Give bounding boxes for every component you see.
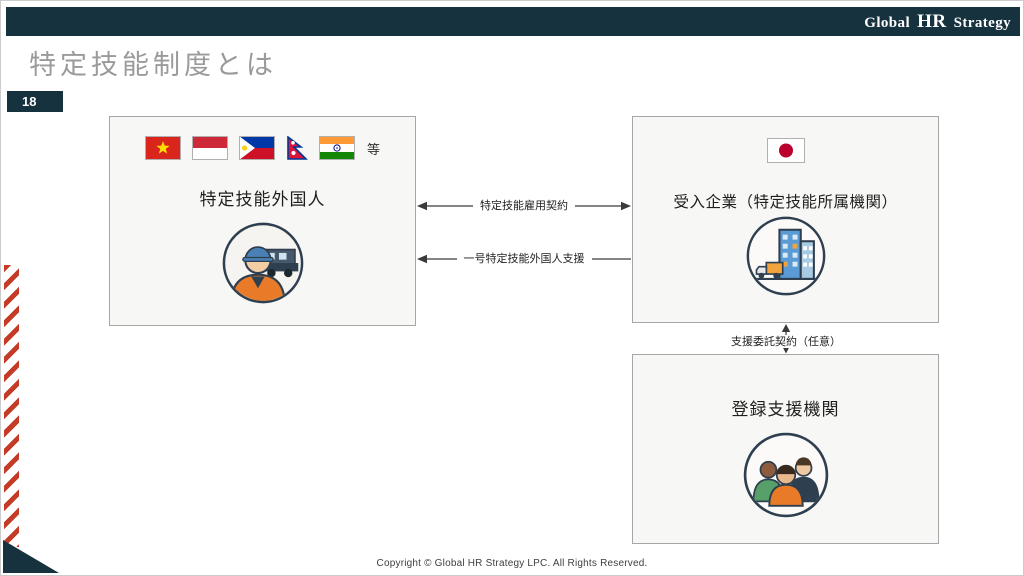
- support-people-icon: [742, 431, 830, 519]
- page-title: 特定技能制度とは: [29, 50, 277, 80]
- philippines-flag-icon: [238, 136, 275, 160]
- indonesia-flag-icon: [191, 136, 228, 160]
- nepal-flag-icon: [287, 136, 308, 160]
- worker-box: 等 特定技能外国人: [109, 116, 416, 326]
- logo-text-strategy: Strategy: [953, 14, 1011, 31]
- page-number-badge: 18: [7, 91, 63, 112]
- worker-icon: [221, 221, 305, 305]
- employment-contract-arrow-label: 特定技能雇用契約: [417, 199, 631, 213]
- company-logo: Global HR Strategy: [864, 11, 1011, 33]
- entrustment-contract-arrow-label: 支援委託契約（任意）: [691, 335, 881, 349]
- header-bar: Global HR Strategy: [6, 7, 1020, 36]
- copyright-text: Copyright © Global HR Strategy LPC. All …: [376, 558, 648, 569]
- logo-text-hr: HR: [917, 10, 947, 32]
- logo-text-global: Global: [864, 14, 911, 31]
- japan-flag-icon: [766, 138, 805, 163]
- flags-row: 等: [110, 136, 415, 160]
- flags-etc-label: 等: [366, 141, 380, 157]
- company-building-icon: [745, 215, 827, 297]
- company-box-label: 受入企業（特定技能所属機関）: [673, 194, 898, 211]
- company-box: 受入企業（特定技能所属機関）: [632, 116, 939, 323]
- india-flag-icon: [318, 136, 355, 160]
- worker-box-label: 特定技能外国人: [199, 190, 326, 209]
- vietnam-flag-icon: [144, 136, 181, 160]
- support-arrow-label: 一号特定技能外国人支援: [417, 252, 631, 266]
- red-hatch-decoration: [4, 265, 19, 547]
- support-box-label: 登録支援機関: [731, 400, 840, 419]
- support-box: 登録支援機関: [632, 354, 939, 544]
